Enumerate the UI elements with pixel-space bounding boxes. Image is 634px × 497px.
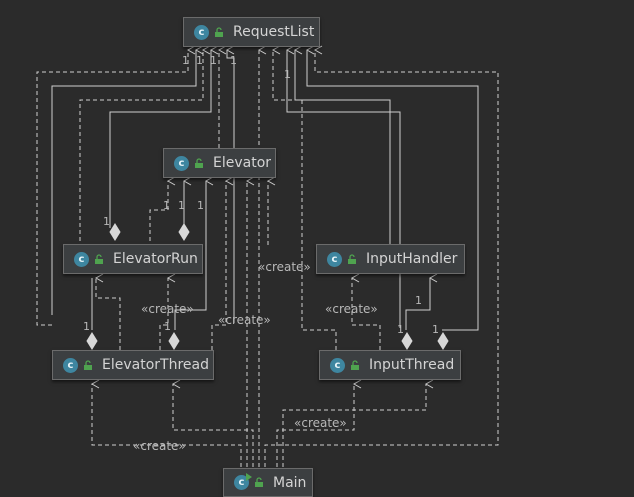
class-c-icon: c <box>330 357 345 373</box>
class-c-icon: c <box>327 251 342 267</box>
mult-label: 1 <box>103 215 110 228</box>
edge-elevatorthread-elevator-assoc <box>174 176 214 330</box>
class-node-main[interactable]: c Main <box>223 468 313 497</box>
edge-elevatorrun-elevator <box>149 176 176 241</box>
class-node-elevator[interactable]: c Elevator <box>163 148 276 178</box>
class-node-elevatorthread[interactable]: c ElevatorThread <box>52 350 214 380</box>
edge-inputhandler-requestlist <box>264 45 499 467</box>
create-label: «create» <box>258 260 311 274</box>
public-visibility-icon <box>351 359 359 370</box>
edge-inputthread-requestlist <box>271 45 337 350</box>
class-node-requestlist[interactable]: c RequestList <box>183 17 320 47</box>
edge-main-elevatorthread <box>171 379 254 467</box>
mult-label: 1 <box>83 320 90 333</box>
public-visibility-icon <box>195 157 203 168</box>
edge-inputthread-inputhandler-assoc <box>405 273 438 330</box>
diamond-inputthread-1 <box>401 332 413 350</box>
edge-inputhandler-requestlist-assoc <box>293 45 391 245</box>
class-node-inputhandler[interactable]: c InputHandler <box>316 244 465 274</box>
public-visibility-icon <box>84 359 92 370</box>
edge-elevatorrun-requestlist-assoc <box>109 45 219 228</box>
mult-label: 1 <box>397 323 404 336</box>
class-name: RequestList <box>233 24 315 40</box>
mult-label: 1 <box>230 54 237 67</box>
edge-elevatorthread-requestlist-assoc <box>51 45 204 315</box>
mult-label: 1 <box>178 199 185 212</box>
public-visibility-icon <box>348 253 356 264</box>
mult-label: 1 <box>432 323 439 336</box>
edge-inputthread2-requestlist-assoc <box>305 45 479 331</box>
class-name: Elevator <box>213 155 272 171</box>
edge-main-inputthread-create <box>276 379 362 467</box>
edge-elevatorrun-requestlist <box>79 45 211 241</box>
create-label: «create» <box>294 416 347 430</box>
class-node-elevatorrun[interactable]: c ElevatorRun <box>63 244 203 274</box>
mult-label: 1 <box>196 54 203 67</box>
edge-elevatorthread-elevator <box>211 176 234 350</box>
mult-label: 1 <box>182 54 189 67</box>
class-name: ElevatorRun <box>113 251 198 267</box>
class-c-icon: c <box>174 155 189 171</box>
diamond-elevatorrun-1 <box>109 223 121 241</box>
class-name: Main <box>273 474 307 491</box>
class-c-icon: c <box>74 251 89 267</box>
edge-main-inputthread <box>282 379 434 467</box>
edge-inputthread-inputhandler-create <box>350 273 381 350</box>
public-visibility-icon <box>215 26 223 37</box>
mult-label: 1 <box>210 54 217 67</box>
mult-label: 1 <box>163 199 170 212</box>
class-c-icon: c <box>194 24 209 40</box>
create-label: «create» <box>325 302 378 316</box>
edge-elevatorthread-requestlist <box>36 45 196 326</box>
create-label: «create» <box>133 439 186 453</box>
class-name: InputHandler <box>366 251 458 267</box>
diamond-elevatorrun-2 <box>178 223 190 241</box>
class-c-icon: c <box>63 357 78 373</box>
edge-elevatorthread-elevatorrun <box>94 273 121 350</box>
class-node-inputthread[interactable]: c InputThread <box>319 350 461 380</box>
class-name: InputThread <box>369 357 455 373</box>
mult-label: 1 <box>284 68 291 81</box>
create-label: «create» <box>218 313 271 327</box>
create-label: «create» <box>141 302 194 316</box>
edge-elevatorthread-elevatorrun-create <box>159 273 176 350</box>
public-visibility-icon <box>255 477 263 487</box>
diamond-elevatorthread-1 <box>86 332 98 350</box>
edge-elevatorthread2-requestlist-assoc <box>225 45 235 323</box>
diamond-inputthread-2 <box>437 332 449 350</box>
mult-label: 1 <box>415 294 422 307</box>
edge-inputthread-requestlist-assoc <box>285 45 401 328</box>
class-name: ElevatorThread <box>102 357 209 373</box>
public-visibility-icon <box>95 253 103 264</box>
mult-label: 1 <box>164 320 171 333</box>
mult-label: 1 <box>197 199 204 212</box>
class-main-icon: c <box>234 473 252 490</box>
diamond-elevatorthread-2 <box>168 332 180 350</box>
edge-main-elevatorthread-create <box>90 379 242 467</box>
